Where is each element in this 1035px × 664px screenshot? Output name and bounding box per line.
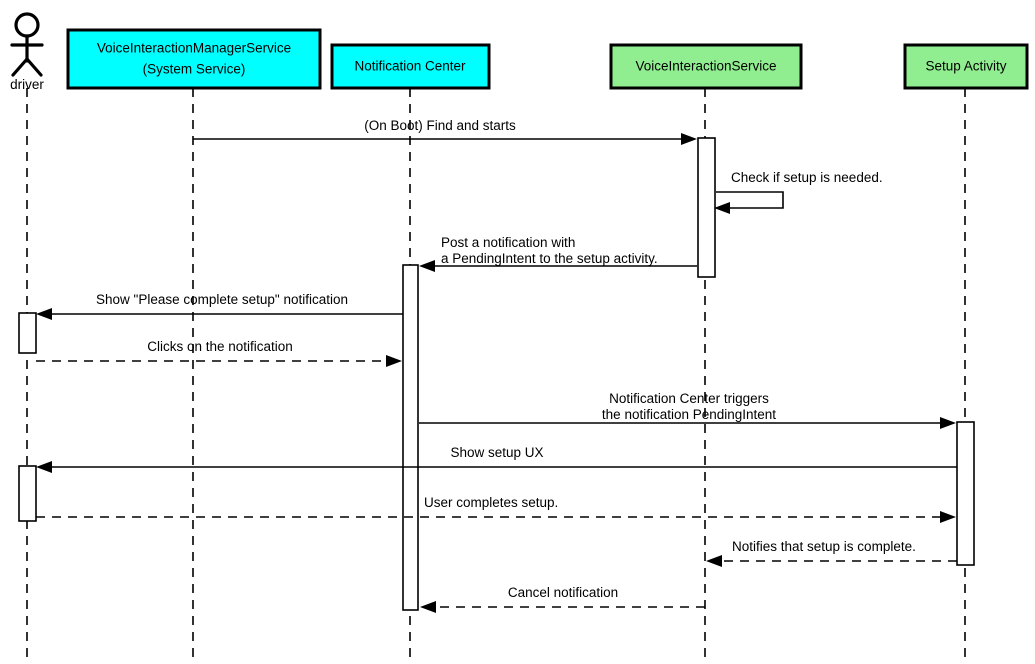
arrowhead-right-icon bbox=[940, 417, 956, 429]
actor-leg-left-icon bbox=[11, 57, 29, 77]
participant-box-notification-center[interactable] bbox=[330, 43, 491, 90]
message-post-a-notification: Post a notification with a PendingIntent… bbox=[419, 235, 697, 272]
message-label: User completes setup. bbox=[424, 495, 558, 510]
message-label: Clicks on the notification bbox=[147, 339, 293, 354]
activation-bar-driver-2 bbox=[18, 465, 37, 522]
message-show-please-complete-setup-notification: Show "Please complete setup" notificatio… bbox=[36, 292, 403, 320]
participant-label-vis: VoiceInteractionService bbox=[635, 59, 776, 74]
message-notifies-that-setup-is-complete: Notifies that setup is complete. bbox=[706, 539, 957, 567]
actor-driver[interactable]: driver bbox=[10, 12, 44, 92]
activation-bar-notification-center bbox=[402, 264, 419, 611]
message-clicks-on-the-notification: Clicks on the notification bbox=[36, 339, 402, 367]
arrowhead-left-icon bbox=[36, 461, 52, 473]
message-check-if-setup-is-needed: Check if setup is needed. bbox=[714, 170, 883, 214]
message-label: Notifies that setup is complete. bbox=[732, 539, 916, 554]
participant-setup-activity[interactable]: Setup Activity bbox=[903, 43, 1029, 90]
actor-driver-label: driver bbox=[10, 77, 44, 92]
message-label: (On Boot) Find and starts bbox=[364, 118, 516, 133]
actor-leg-right-icon bbox=[25, 57, 43, 77]
message-cancel-notification: Cancel notification bbox=[420, 585, 705, 613]
actor-head-icon bbox=[14, 12, 40, 38]
arrowhead-left-icon bbox=[419, 260, 435, 272]
arrowhead-left-icon bbox=[706, 555, 722, 567]
participant-label-vims-line1: VoiceInteractionManagerService bbox=[97, 41, 291, 56]
message-on-boot-find-and-starts: (On Boot) Find and starts bbox=[193, 118, 697, 145]
activation-bar-setup-activity bbox=[956, 421, 975, 566]
participant-box-setup-activity[interactable] bbox=[903, 43, 1029, 90]
message-label: Check if setup is needed. bbox=[731, 170, 883, 185]
participant-box-vims[interactable] bbox=[66, 28, 322, 90]
participant-label-vims-line2: (System Service) bbox=[143, 62, 246, 77]
message-label: Show setup UX bbox=[450, 445, 543, 460]
message-label-line2: a PendingIntent to the setup activity. bbox=[441, 251, 658, 266]
message-notification-center-triggers-pendingintent: Notification Center triggers the notific… bbox=[419, 391, 956, 429]
arrowhead-right-icon bbox=[386, 355, 402, 367]
activation-bar-vis bbox=[697, 137, 716, 278]
arrowhead-right-icon bbox=[940, 511, 956, 523]
message-label-line2: the notification PendingIntent bbox=[602, 407, 776, 422]
activation-bar-driver-1 bbox=[18, 312, 37, 354]
participant-label-setup-activity: Setup Activity bbox=[925, 59, 1006, 74]
message-self-path bbox=[716, 191, 784, 209]
message-label-line1: Notification Center triggers bbox=[609, 391, 769, 406]
message-label: Cancel notification bbox=[508, 585, 618, 600]
participant-voiceinteractionmanagerservice[interactable]: VoiceInteractionManagerService (System S… bbox=[66, 28, 322, 90]
arrowhead-right-icon bbox=[681, 133, 697, 145]
participant-label-notification-center: Notification Center bbox=[354, 59, 466, 74]
arrowhead-left-icon bbox=[714, 202, 730, 214]
participant-notification-center[interactable]: Notification Center bbox=[330, 43, 491, 90]
message-label-line1: Post a notification with bbox=[441, 235, 575, 250]
message-label: Show "Please complete setup" notificatio… bbox=[96, 292, 348, 307]
arrowhead-left-icon bbox=[36, 308, 52, 320]
participant-voiceinteractionservice[interactable]: VoiceInteractionService bbox=[609, 43, 803, 90]
message-user-completes-setup: User completes setup. bbox=[36, 495, 956, 523]
participant-box-vis[interactable] bbox=[609, 43, 803, 90]
arrowhead-left-icon bbox=[420, 601, 436, 613]
message-show-setup-ux: Show setup UX bbox=[36, 445, 957, 473]
